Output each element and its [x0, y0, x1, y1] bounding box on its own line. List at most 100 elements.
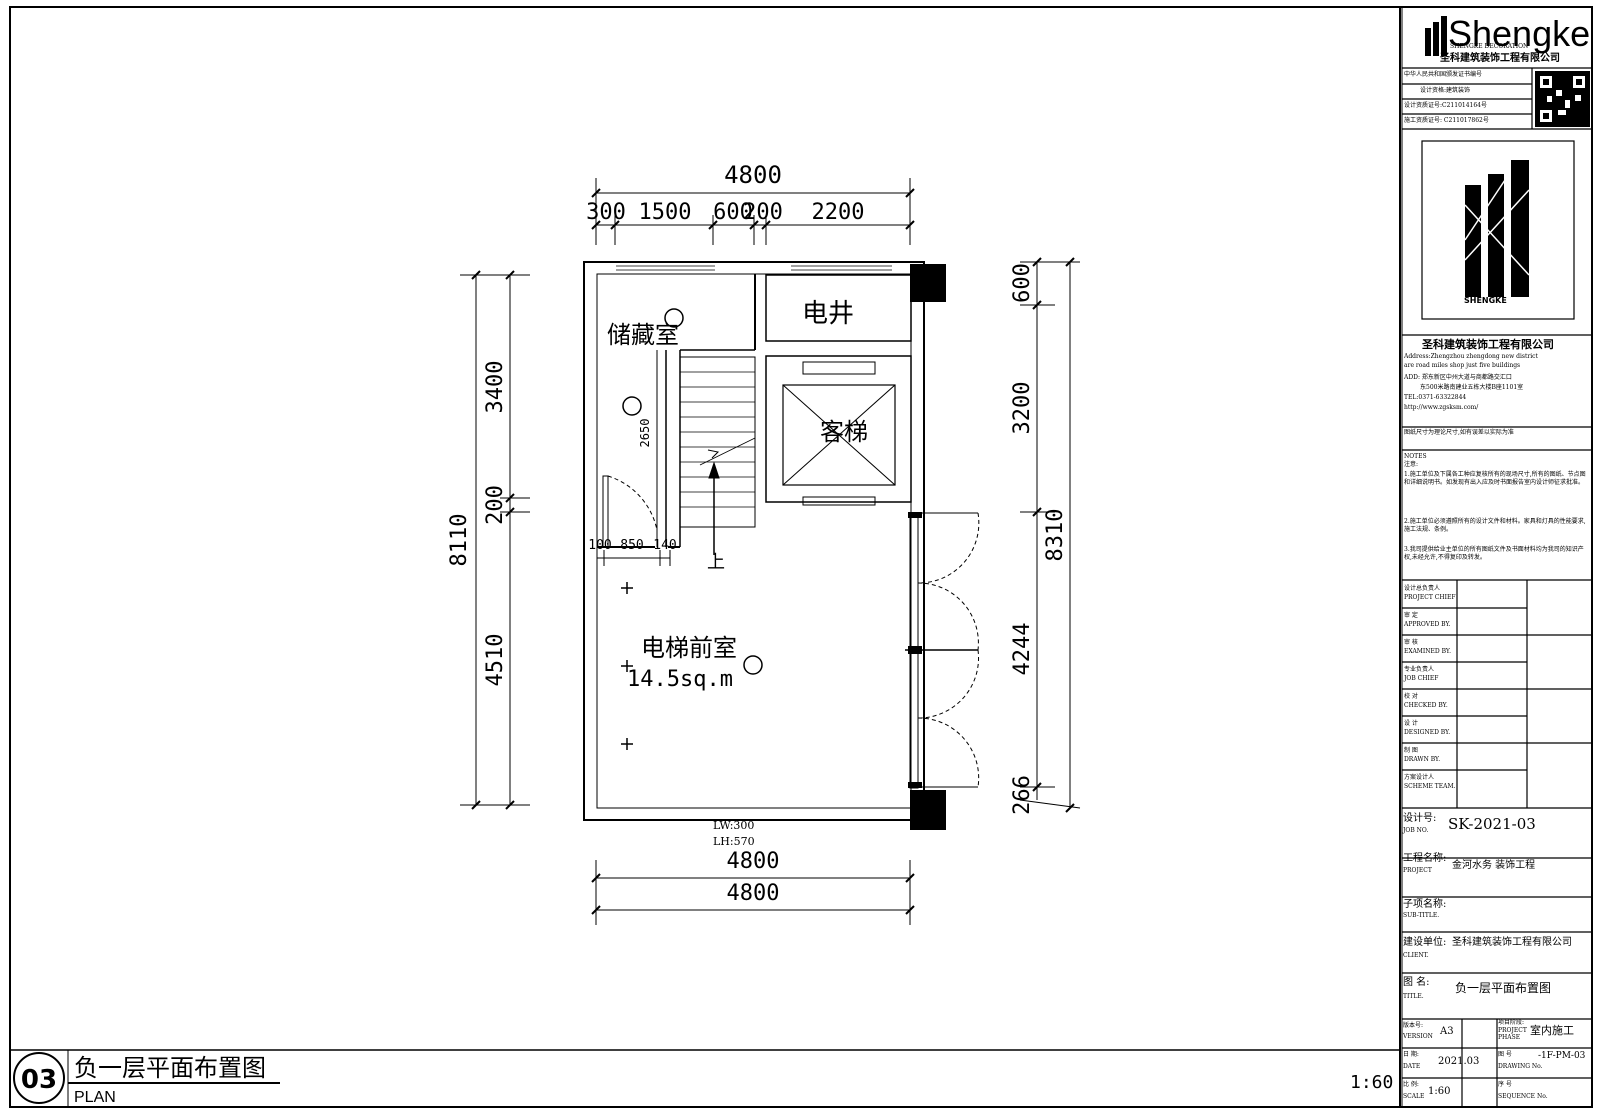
client-name: 圣科建筑装饰工程有限公司	[1452, 937, 1572, 948]
date-label: 日 期:	[1403, 1051, 1419, 1058]
scale-label: 比 例:	[1403, 1081, 1419, 1088]
dim-top-300: 300	[586, 200, 626, 225]
dim-top-2200: 2200	[812, 200, 865, 225]
exterior-wall	[583, 261, 925, 821]
interior-wall-line	[596, 273, 912, 809]
subtitle-label: 子项名称:	[1403, 899, 1447, 910]
column	[910, 790, 946, 830]
role-cn: 审 定	[1404, 612, 1418, 619]
phase-label: 项目阶段:	[1498, 1019, 1525, 1026]
dim-door-140: 140	[653, 538, 676, 553]
drawing-title: 负一层平面布置图	[1455, 981, 1552, 995]
room-shaft: 电井	[802, 299, 854, 329]
dim-bottom-a: 4800	[727, 849, 780, 874]
light-fixture	[743, 655, 763, 675]
job-no: SK-2021-03	[1448, 815, 1536, 833]
project-en: PROJECT	[1403, 867, 1432, 874]
sheet-number-circle	[13, 1052, 65, 1104]
version-label: 版本号:	[1403, 1022, 1424, 1029]
elevator-shaft	[765, 355, 912, 503]
dim-right-c: 4244	[1010, 623, 1035, 676]
brand-company: 圣科建筑装饰工程有限公司	[1440, 53, 1560, 64]
sheet-border	[9, 6, 1593, 1108]
light-fixture	[622, 396, 642, 416]
note-item: 1.施工单位及下属各工种应复核所有的现场尺寸,所有的图纸、节点图和详细说明书。如…	[1404, 471, 1586, 487]
project-label: 工程名称:	[1403, 853, 1447, 864]
note-item: 3.我司提供给业主单位的所有图纸文件及书面材料均为我司的知识产权,未经允许,不得…	[1404, 546, 1584, 562]
date: 2021.03	[1438, 1056, 1480, 1067]
role-cn: 制 图	[1404, 747, 1418, 754]
dim-right-b: 3200	[1010, 382, 1035, 435]
logo-caption: SHENGKE	[1464, 296, 1507, 305]
role-en: SCHEME TEAM.	[1404, 783, 1456, 790]
sheet-scale: 1:60	[1350, 1072, 1393, 1093]
role-cn: 方案设计人	[1404, 774, 1435, 781]
address-en-2: are road miles shop just five buildings	[1404, 362, 1521, 369]
job-no-label: 设计号:	[1403, 813, 1437, 824]
sheet-title-en: PLAN	[74, 1089, 116, 1106]
scale-en: SCALE	[1403, 1093, 1425, 1100]
sheet-number: 03	[21, 1065, 57, 1095]
room-lobby: 电梯前室	[641, 634, 737, 662]
role-en: DRAWN BY.	[1404, 756, 1441, 763]
stair	[679, 356, 756, 528]
cert-row: 施工资质证号: C211017862号	[1404, 117, 1489, 124]
role-en: DESIGNED BY.	[1404, 729, 1451, 736]
drawing-no-label: 图 号	[1498, 1051, 1512, 1058]
client-label: 建设单位:	[1403, 937, 1447, 948]
room-elevator: 客梯	[820, 418, 868, 446]
dim-left-lower: 4510	[483, 634, 508, 687]
drawing-no: -1F-PM-03	[1538, 1051, 1586, 1061]
date-en: DATE	[1403, 1063, 1421, 1070]
dim-top-200: 200	[743, 200, 783, 225]
dim-right-total: 8310	[1043, 509, 1068, 562]
dim-left-mid: 200	[483, 485, 508, 525]
role-cn: 专业负责人	[1404, 666, 1435, 673]
dim-top-1500: 1500	[639, 200, 692, 225]
version-en: VERSION	[1403, 1033, 1433, 1040]
dim-stair: 2650	[638, 419, 652, 448]
role-cn: 审 核	[1404, 639, 1418, 646]
dim-bottom-b: 4800	[727, 881, 780, 906]
job-no-en: JOB NO.	[1403, 827, 1429, 834]
room-storage: 储藏室	[607, 321, 679, 349]
version: A3	[1440, 1026, 1454, 1037]
cert-row: 中华人民共和国颁发证书编号	[1404, 71, 1483, 78]
room-lobby-area: 14.5sq.m	[627, 667, 733, 692]
sequence-en: SEQUENCE No.	[1498, 1093, 1548, 1100]
window-note-lw: LW:300	[713, 819, 754, 832]
phase: 室内施工	[1530, 1024, 1574, 1037]
title-label: 图 名:	[1403, 977, 1430, 988]
scale: 1:60	[1428, 1086, 1451, 1097]
cert-row: 设计资格:建筑装饰	[1420, 87, 1471, 94]
phase-en: PROJECT PHASE	[1498, 1027, 1527, 1041]
stair-up-label: 上	[707, 552, 725, 573]
title-block: Shengke SHENGKE DECORATION 圣科建筑装饰工程有限公司 …	[1400, 8, 1594, 1108]
role-cn: 设计总负责人	[1404, 585, 1441, 592]
website: http://www.zgsksm.com/	[1404, 404, 1479, 411]
role-cn: 设 计	[1404, 720, 1418, 727]
size-note: 图纸尺寸为理论尺寸,如有误差以实际为准	[1404, 429, 1514, 436]
window-note-lh: LH:570	[713, 835, 755, 848]
brand-subtitle: SHENGKE DECORATION	[1450, 43, 1529, 50]
dim-right-d: 266	[1010, 775, 1035, 815]
dim-top-total: 4800	[724, 161, 782, 189]
electrical-shaft	[765, 274, 912, 342]
dim-door-850: 850	[620, 538, 643, 553]
project-name: 金河水务 装饰工程	[1452, 860, 1536, 871]
column	[910, 264, 946, 302]
address-cn-2: 东500米路南建业五栋大楼B座1101室	[1420, 384, 1524, 391]
dim-door-100: 100	[588, 538, 611, 553]
drawing-no-en: DRAWING No.	[1498, 1063, 1543, 1070]
tel: TEL:0371-63322844	[1404, 394, 1467, 401]
address-en-1: Address:Zhengzhou zhengdong new district	[1404, 353, 1538, 360]
note-item: 2.施工单位必须遵照所有的设计文件和材料。家具和灯具的性能要求,施工法规、条例。	[1404, 518, 1586, 534]
title-en: TITLE.	[1403, 993, 1424, 1000]
subtitle-en: SUB-TITLE.	[1403, 912, 1440, 919]
cert-row: 设计资质证号:C211014164号	[1404, 102, 1487, 109]
dim-left-total: 8110	[447, 514, 472, 567]
role-en: PROJECT CHIEF	[1404, 594, 1456, 601]
notes-title: NOTES	[1404, 453, 1427, 460]
notes-title-cn: 注意:	[1404, 461, 1419, 468]
client-en: CLIENT.	[1403, 952, 1429, 959]
